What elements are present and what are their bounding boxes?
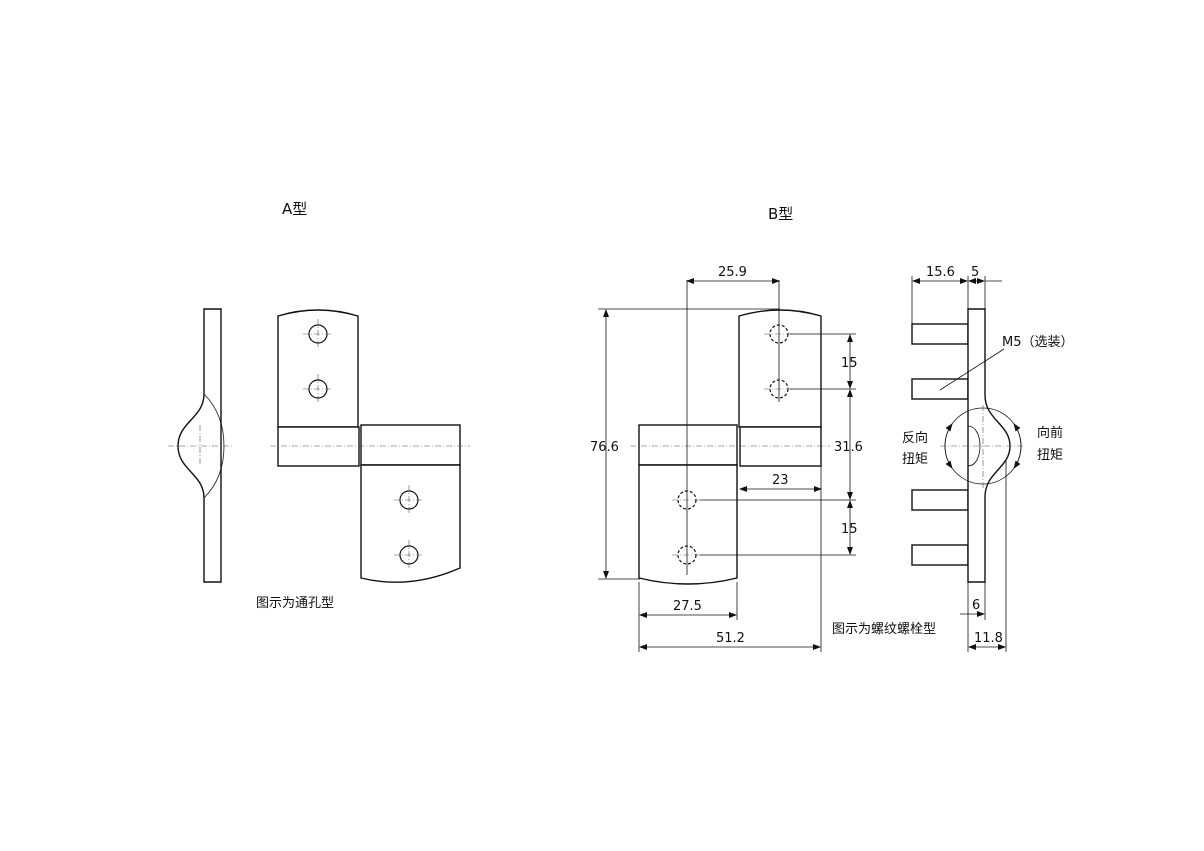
type-b-title: B型 xyxy=(768,205,793,223)
dim-15-top: 15 xyxy=(841,356,858,371)
dim-6: 6 xyxy=(972,598,980,613)
reverse-torque-line1: 反向 xyxy=(902,430,928,446)
stud-4 xyxy=(911,544,969,566)
forward-torque-line1: 向前 xyxy=(1037,425,1063,441)
dim-11-8: 11.8 xyxy=(974,631,1003,646)
type-b-front-view xyxy=(630,280,830,585)
reverse-torque-line2: 扭矩 xyxy=(902,452,928,467)
dim-51-2: 51.2 xyxy=(716,631,745,646)
dim-23: 23 xyxy=(772,473,789,488)
type-a-caption: 图示为通孔型 xyxy=(256,596,334,611)
type-b-front-dimensions: 25.9 76.6 15 31.6 23 15 xyxy=(590,265,863,652)
type-b-side-view: M5（选装） 反向 扭矩 向前 扭矩 xyxy=(902,308,1074,583)
dim-27-5: 27.5 xyxy=(673,599,702,614)
dim-5: 5 xyxy=(971,265,979,280)
type-a-group: A型 xyxy=(168,200,470,611)
type-b-group: B型 25.9 xyxy=(590,205,1074,652)
type-a-front-view xyxy=(270,309,470,583)
stud-1 xyxy=(911,323,969,345)
dim-25-9: 25.9 xyxy=(718,265,747,280)
type-a-side-view xyxy=(168,308,232,583)
dim-15-bottom: 15 xyxy=(841,522,858,537)
type-a-title: A型 xyxy=(282,200,307,218)
dim-76-6: 76.6 xyxy=(590,440,619,455)
dim-15-6: 15.6 xyxy=(926,265,955,280)
stud-2 xyxy=(911,378,969,400)
m5-optional-label: M5（选装） xyxy=(1002,335,1074,350)
type-b-side-dimensions: 15.6 5 6 11.8 xyxy=(911,265,1007,652)
type-b-caption: 图示为螺纹螺栓型 xyxy=(832,622,936,637)
dim-31-6: 31.6 xyxy=(834,440,863,455)
stud-3 xyxy=(911,489,969,511)
forward-torque-line2: 扭矩 xyxy=(1037,448,1063,463)
